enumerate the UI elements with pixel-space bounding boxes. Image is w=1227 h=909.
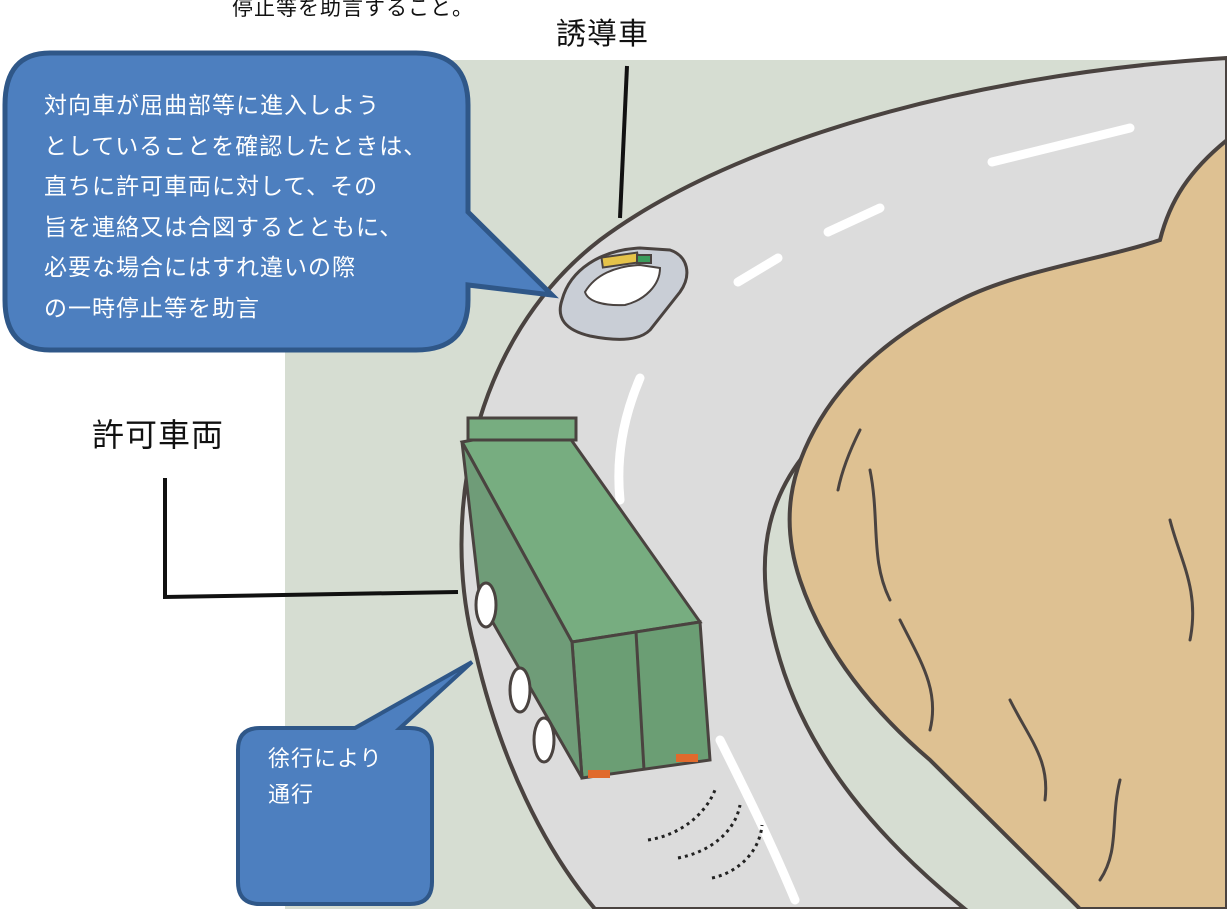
permitted-vehicle-label: 許可車両 [92,416,225,454]
escort-vehicle-label: 誘導車 [556,17,649,52]
rock-crack-lines [836,428,1195,882]
slow-passage-text: 徐行により 通行 [268,747,383,808]
escort-advice-callout [2,50,559,353]
escort-advice-text: 対向車が屈曲部等に進入しよう としていることを確認したときは、 直ちに許可車両に… [44,93,428,322]
slow-passage-callout [236,660,474,906]
escort-leader-line [618,65,629,219]
slow-motion-arcs [647,789,764,880]
escort-car [558,246,689,341]
instruction-fragment-text: 停止等を助言すること。 [232,0,474,20]
permitted-truck [459,416,712,780]
road-center-dashes [614,123,1135,905]
truck-leader-line [163,478,459,600]
rock-cliff [787,137,1227,909]
